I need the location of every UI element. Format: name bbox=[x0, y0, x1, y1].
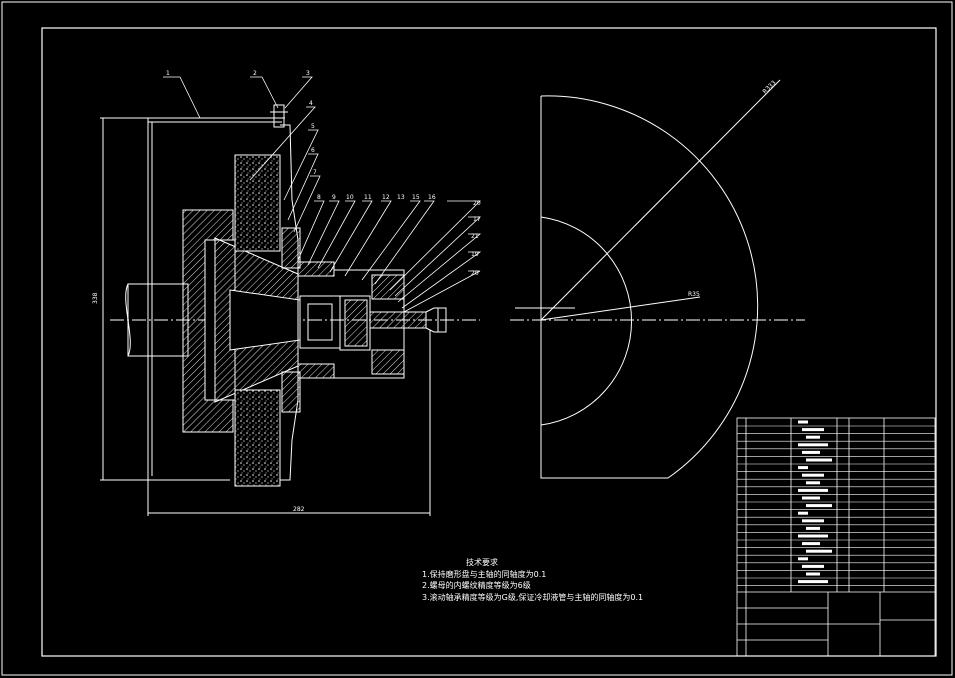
part-label: 1 bbox=[166, 70, 170, 77]
part-label: 12 bbox=[382, 194, 390, 201]
part-label: 11 bbox=[364, 194, 372, 201]
table-cell-mark bbox=[798, 466, 808, 470]
part-label: 9 bbox=[332, 194, 336, 201]
part-label: 2 bbox=[253, 70, 257, 77]
part-label: 20 bbox=[473, 200, 481, 207]
dimension-small-radius: R35 bbox=[688, 291, 700, 298]
part-label: 16 bbox=[428, 194, 436, 201]
part-label: 13 bbox=[397, 194, 405, 201]
part-label: 21 bbox=[471, 233, 479, 240]
table-cell-mark bbox=[798, 488, 828, 492]
part-label: 20 bbox=[471, 270, 479, 277]
inner-frame bbox=[41, 27, 937, 657]
table-cell-mark bbox=[798, 420, 808, 424]
notes-title: 技术要求 bbox=[466, 558, 498, 567]
profile-view bbox=[510, 79, 805, 479]
table-cell-mark bbox=[802, 519, 824, 523]
part-label: 6 bbox=[311, 147, 315, 154]
parts-list-table bbox=[736, 417, 936, 657]
table-cell-mark bbox=[806, 458, 832, 462]
table-cell-mark bbox=[802, 450, 820, 454]
table-cell-mark bbox=[806, 481, 820, 485]
table-cell-mark bbox=[798, 557, 808, 561]
table-cell-mark bbox=[806, 549, 832, 553]
table-cell-mark bbox=[798, 511, 808, 515]
table-cell-mark bbox=[802, 428, 824, 432]
part-label: 7 bbox=[313, 169, 317, 176]
table-cell-mark bbox=[806, 572, 820, 576]
part-label: 10 bbox=[346, 194, 354, 201]
part-label: 4 bbox=[309, 100, 313, 107]
table-cell-mark bbox=[802, 496, 820, 500]
part-label: 5 bbox=[311, 123, 315, 130]
table-cell-mark bbox=[798, 534, 828, 538]
table-cell-mark bbox=[798, 580, 828, 584]
note-item: 3.滚动轴承精度等级为G级,保证冷却液管与主轴的同轴度为0.1 bbox=[422, 592, 644, 602]
dimension-width: 282 bbox=[293, 506, 305, 513]
note-item: 2.螺母的内螺纹精度等级为6级 bbox=[422, 581, 531, 590]
table-cell-mark bbox=[806, 526, 820, 530]
section-view bbox=[100, 104, 480, 516]
part-number-labels: 1 2 3 4 5 6 7 8 9 10 11 12 13 15 16 20 1… bbox=[166, 70, 481, 277]
part-label: 17 bbox=[473, 216, 481, 223]
part-label: 19 bbox=[471, 251, 479, 258]
table-cell-mark bbox=[802, 473, 824, 477]
part-label: 15 bbox=[412, 194, 420, 201]
technical-requirements: 技术要求 1.保持磨形盘与主轴的同轴度为0.1 2.螺母的内螺纹精度等级为6级 … bbox=[422, 557, 643, 603]
table-cell-mark bbox=[806, 435, 820, 439]
table-cell-mark bbox=[802, 564, 824, 568]
parts-list-rows bbox=[737, 420, 935, 586]
dimension-large-radius: R333 bbox=[761, 79, 777, 95]
table-cell-mark bbox=[802, 542, 820, 546]
note-item: 1.保持磨形盘与主轴的同轴度为0.1 bbox=[422, 569, 547, 579]
table-cell-mark bbox=[806, 504, 832, 508]
dimension-height: 338 bbox=[92, 292, 99, 304]
part-leaders bbox=[163, 76, 482, 313]
part-label: 8 bbox=[317, 194, 321, 201]
part-label: 3 bbox=[306, 70, 310, 77]
table-cell-mark bbox=[798, 443, 828, 447]
